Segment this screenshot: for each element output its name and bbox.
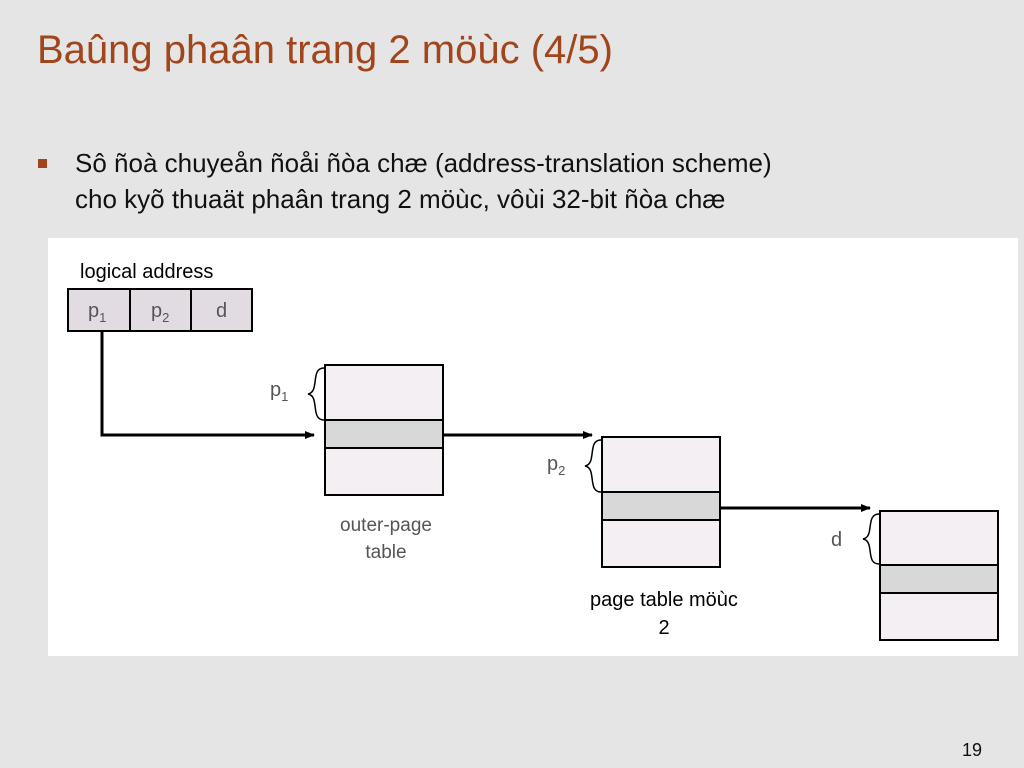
outer-page-table [324,364,444,496]
bullet-line-1: Sô ñoà chuyeån ñoåi ñòa chæ (address-tra… [75,148,772,178]
address-translation-diagram: logical address p1 p2 d p1 outer-page ta… [67,261,999,641]
field-d: d [216,300,227,322]
p2-brace-icon [584,439,602,493]
outer-table-entry [324,419,444,449]
arrow-p1-to-outer-table [100,331,315,439]
page-number: 19 [962,740,983,760]
inner-table-entry [601,491,721,521]
bullet-line-2: cho kyõ thuaät phaân trang 2 möùc, vôùi … [75,184,726,214]
slide-title: Baûng phaân trang 2 möùc (4/5) [37,28,613,72]
diagram-panel: logical address p1 p2 d p1 outer-page ta… [48,238,1018,656]
memory-page-entry [879,564,999,594]
logical-address-register: p1 p2 d [67,288,253,332]
bullet-item: Sô ñoà chuyeån ñoåi ñòa chæ (address-tra… [38,145,998,217]
p1-offset-label: p1 [270,379,288,404]
inner-page-table [601,436,721,568]
inner-table-caption-line-1: page table möùc [590,589,738,611]
inner-table-caption: page table möùc 2 [550,586,778,656]
inner-table-caption-line-2: 2 [658,617,670,639]
memory-page [879,510,999,641]
logical-address-label: logical address [80,261,213,283]
bullet-text: Sô ñoà chuyeån ñoåi ñòa chæ (address-tra… [75,145,998,217]
p1-brace-icon [307,367,325,421]
field-p2: p2 [151,300,169,325]
outer-table-label-line-1: outer-page [340,515,432,536]
d-brace-icon [862,513,880,565]
logical-address-box [67,288,253,332]
p2-offset-label: p2 [547,453,565,478]
bullet-marker [38,159,47,168]
outer-table-label-line-2: table [365,542,406,563]
field-p1: p1 [88,300,106,325]
d-offset-label: d [831,529,842,551]
